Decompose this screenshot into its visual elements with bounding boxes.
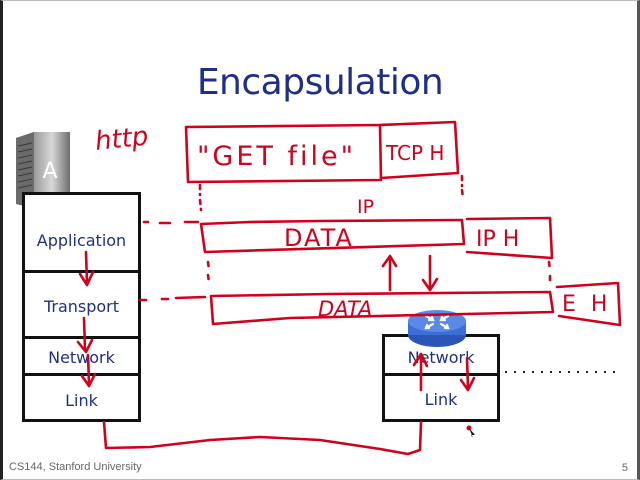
slide-page-number: 5 — [621, 462, 628, 474]
host-protocol-stack: Application Transport Network Link — [22, 192, 141, 422]
host-layer-transport: Transport — [43, 297, 120, 316]
layer-divider — [25, 373, 138, 376]
slide-footer: CS144, Stanford University — [9, 461, 142, 473]
host-layer-application: Application — [36, 231, 127, 250]
host-label: A — [42, 159, 57, 184]
layer-divider — [385, 373, 497, 376]
host-layer-link: Link — [65, 391, 98, 410]
slide-title: Encapsulation — [196, 62, 444, 103]
layer-divider — [25, 336, 138, 339]
server-icon: A — [12, 130, 74, 210]
router-icon — [408, 310, 466, 347]
router-layer-network: Network — [407, 348, 475, 367]
router-layer-link: Link — [424, 390, 458, 409]
host-layer-network: Network — [48, 348, 115, 367]
layer-divider — [25, 270, 138, 273]
